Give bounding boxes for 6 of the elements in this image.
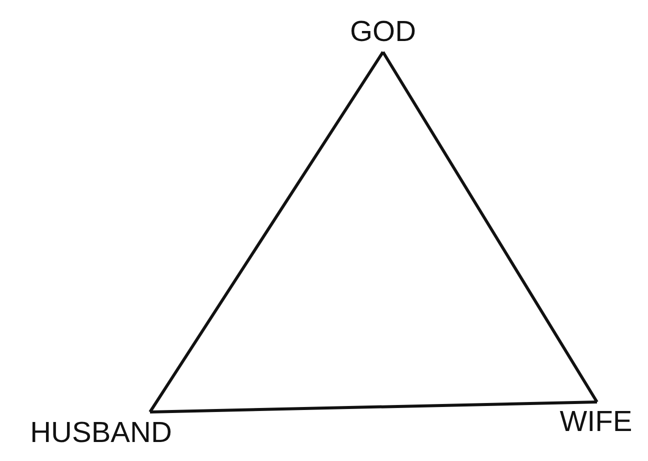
vertex-label: GOD: [343, 12, 423, 52]
triangle-side: [150, 400, 598, 414]
triangle-side: [382, 51, 598, 403]
vertex-label: WIFE: [550, 402, 642, 442]
triangle-side: [148, 51, 384, 413]
vertex-label: HUSBAND: [6, 412, 196, 454]
